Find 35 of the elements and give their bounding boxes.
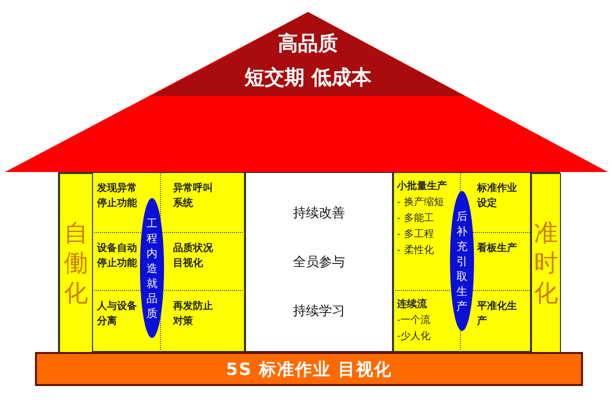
foundation-bar — [35, 352, 583, 386]
label-text: 工程内造就品质 — [146, 216, 158, 320]
label-text: 异常呼叫系统 — [173, 182, 214, 211]
roof-peak — [221, 12, 395, 59]
label-text: 自働化 — [63, 218, 89, 308]
label-text: 设备自动停止功能 — [97, 242, 138, 271]
label-text: 后补充引取生产 — [456, 208, 468, 314]
label-text: 连续流 — [397, 297, 428, 312]
principle-text: 持续学习 — [293, 302, 345, 320]
label-text: 发现异常停止功能 — [97, 182, 138, 211]
label-text: 高品质 — [278, 30, 338, 57]
roof-band — [151, 59, 465, 96]
label-text: 小批量生产 — [397, 180, 448, 194]
pillar-frame — [58, 172, 245, 352]
label-text: 准时化 — [533, 218, 559, 308]
pillar-frame — [393, 172, 560, 352]
label-text: 人与设备分离 — [97, 300, 138, 329]
label-text: 看板生产 — [477, 242, 518, 256]
principle-text: 持续改善 — [293, 205, 345, 222]
center-panel — [245, 172, 393, 352]
label-text: 短交期 低成本 — [244, 64, 372, 91]
list-item: - 多工程 — [397, 228, 435, 242]
label-text: 品质状况目视化 — [173, 242, 214, 271]
label-text: 标准作业设定 — [477, 182, 518, 211]
pillar-title — [531, 173, 561, 353]
label-text: 5S 标准作业 目视化 — [226, 358, 392, 380]
list-item: -少人化 — [397, 330, 432, 344]
list-item: - 多能工 — [397, 212, 435, 226]
list-item: -一个流 — [397, 314, 432, 328]
pillar-title — [59, 173, 93, 353]
list-item: - 换产缩短 — [397, 196, 445, 210]
label-text: 再发防止对策 — [173, 300, 214, 329]
list-item: - 柔性化 — [397, 244, 435, 258]
principle-text: 全员参与 — [293, 254, 345, 271]
label-text: 平准化生产 — [477, 300, 518, 329]
